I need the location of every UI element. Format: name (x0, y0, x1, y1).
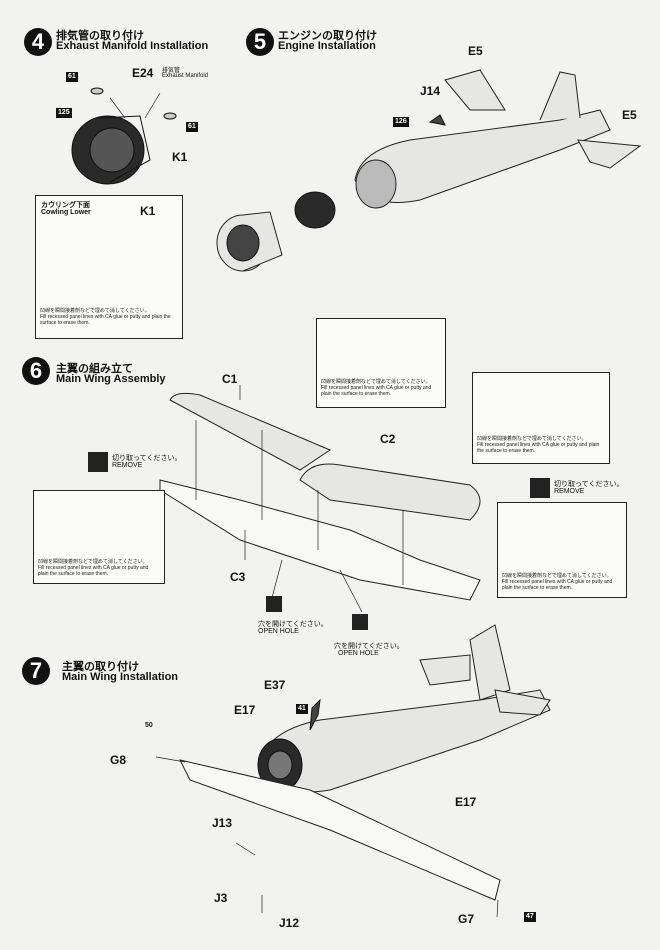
part-label: E37 (264, 678, 286, 692)
paint-ref-number: 61 (66, 72, 78, 82)
part-label: E5 (622, 108, 637, 122)
part-label: E17 (455, 795, 477, 809)
remove-icon (88, 452, 108, 472)
fill-note-en: Fill recessed panel lines with CA glue o… (477, 442, 600, 454)
drill-icon (266, 596, 282, 612)
part-label: G7 (458, 912, 475, 926)
paint-ref-number: 61 (186, 122, 198, 132)
step-title-jp: 主翼の組み立て (56, 363, 133, 375)
drill-icon (352, 614, 368, 630)
part-label: C2 (380, 432, 396, 446)
cowling-drawing (71, 87, 177, 185)
fill-note-jp: 凹線を瞬間接着剤などで埋めて消してください。 (40, 308, 150, 314)
part-label: K1 (140, 204, 156, 218)
part-label: E24 (132, 66, 154, 80)
part-label: J12 (279, 916, 300, 930)
step-title-en: Main Wing Assembly (56, 373, 166, 385)
open-hole-en: OPEN HOLE (258, 628, 299, 635)
remove-icon (530, 478, 550, 498)
wing-drawing-step6 (159, 385, 481, 613)
fill-note-en: Fill recessed panel lines with CA glue o… (40, 314, 171, 326)
fill-note-jp: 凹線を瞬間接着剤などで埋めて消してください。 (477, 436, 587, 442)
fill-note-en: Fill recessed panel lines with CA glue o… (321, 385, 432, 397)
part-label: E17 (234, 703, 256, 717)
step-title-en: Engine Installation (278, 40, 376, 52)
fill-note-en: Fill recessed panel lines with CA glue o… (502, 579, 613, 591)
step-title-jp: エンジンの取り付け (278, 30, 377, 42)
fill-inset: 凹線を瞬間接着剤などで埋めて消してください。 Fill recessed pan… (316, 318, 446, 408)
fill-note-jp: 凹線を瞬間接着剤などで埋めて消してください。 (502, 573, 612, 579)
part-label: J13 (212, 816, 233, 830)
paint-ref-number: 125 (56, 108, 72, 118)
part-name-en: Exhaust Manifold (162, 73, 209, 79)
fill-note: 凹線を瞬間接着剤などで埋めて消してください。 Fill recessed pan… (38, 559, 160, 577)
part-name-jp: 排気管 (162, 68, 181, 74)
fill-note: 凹線を瞬間接着剤などで埋めて消してください。 Fill recessed pan… (40, 308, 178, 326)
remove-en: REMOVE (112, 462, 143, 469)
fuselage-drawing-step5 (354, 69, 642, 209)
inset-title-en: Cowling Lower (41, 209, 91, 216)
fill-note-jp: 凹線を瞬間接着剤などで埋めて消してください。 (38, 559, 148, 565)
paint-ref-number: 47 (524, 912, 536, 922)
fill-note: 凹線を瞬間接着剤などで埋めて消してください。 Fill recessed pan… (502, 573, 622, 591)
remove-jp: 切り取ってください。 (112, 455, 182, 462)
part-label: C3 (230, 570, 246, 584)
step-title-jp: 排気管の取り付け (56, 30, 144, 42)
part-label: J3 (214, 891, 228, 905)
part-label: E5 (468, 44, 483, 58)
part-label: C1 (222, 372, 238, 386)
engine-and-cowl-drawing-step5 (216, 191, 336, 272)
remove-en: REMOVE (554, 488, 585, 495)
remove-jp: 切り取ってください。 (554, 481, 624, 488)
paint-ref-number: 50 (145, 722, 153, 729)
step-number: 7 (22, 657, 50, 685)
fill-note-jp: 凹線を瞬間接着剤などで埋めて消してください。 (321, 379, 431, 385)
step-number: 4 (24, 28, 52, 56)
part-label: G8 (110, 753, 127, 767)
fill-note-en: Fill recessed panel lines with CA glue o… (38, 565, 149, 577)
inset-title-jp: カウリング下面 (41, 202, 90, 209)
step-number: 5 (246, 28, 274, 56)
open-hole-jp: 穴を開けてください。 (258, 621, 328, 628)
part-label: K1 (172, 150, 188, 164)
open-hole-jp: 穴を開けてください。 (334, 643, 404, 650)
paint-ref-number: 41 (296, 704, 308, 714)
fill-inset: 凹線を瞬間接着剤などで埋めて消してください。 Fill recessed pan… (33, 490, 165, 584)
fill-inset: 凹線を瞬間接着剤などで埋めて消してください。 Fill recessed pan… (472, 372, 610, 464)
fill-note: 凹線を瞬間接着剤などで埋めて消してください。 Fill recessed pan… (321, 379, 443, 397)
fill-inset: 凹線を瞬間接着剤などで埋めて消してください。 Fill recessed pan… (497, 502, 627, 598)
aircraft-drawing-step7 (155, 624, 551, 918)
open-hole-en: OPEN HOLE (338, 650, 379, 657)
step-title-en: Exhaust Manifold Installation (56, 40, 209, 52)
cowling-lower-inset: カウリング下面 Cowling Lower K1 凹線を瞬間接着剤などで埋めて消… (35, 195, 183, 339)
fill-note: 凹線を瞬間接着剤などで埋めて消してください。 Fill recessed pan… (477, 436, 605, 454)
step-title-jp: 主翼の取り付け (62, 661, 139, 673)
paint-ref-number: 126 (393, 117, 409, 127)
step-title-en: Main Wing Installation (62, 671, 179, 683)
step-number: 6 (22, 357, 50, 385)
part-label: J14 (420, 84, 441, 98)
